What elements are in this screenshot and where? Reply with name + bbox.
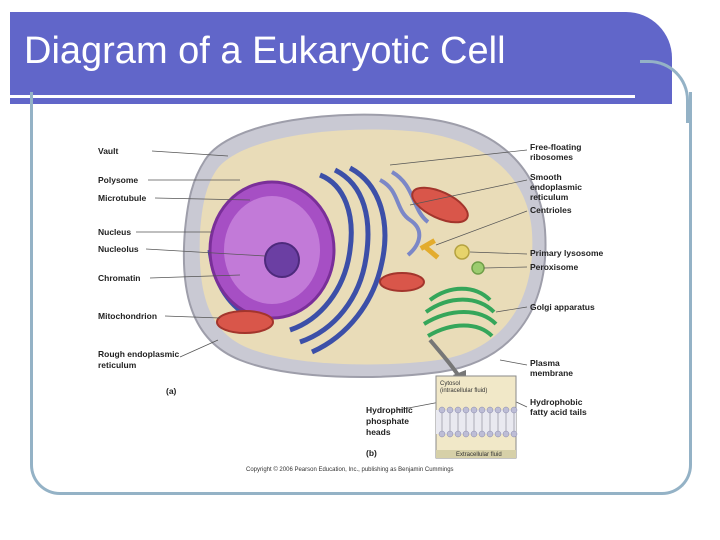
membrane-inset	[435, 375, 518, 459]
label-ribosomes-line2: ribosomes	[530, 152, 573, 162]
label-ribosomes-line1: Free-floating	[530, 142, 581, 152]
phosphate-heads	[438, 406, 518, 438]
label-smooth-er-line1: Smooth	[530, 172, 562, 182]
label-mitochondrion: Mitochondrion	[98, 311, 157, 321]
mitochondrion-3	[216, 310, 274, 334]
label-hydrophilic-line1: Hydrophilic	[366, 405, 413, 415]
golgi-apparatus	[422, 286, 498, 338]
content-frame	[30, 92, 692, 495]
label-nucleus: Nucleus	[98, 227, 131, 237]
label-peroxisome: Peroxisome	[530, 262, 578, 272]
copyright-text: Copyright © 2006 Pearson Education, Inc.…	[246, 466, 454, 473]
label-lysosome: Primary lysosome	[530, 248, 604, 258]
primary-lysosome	[454, 244, 470, 260]
label-plasma-line2: membrane	[530, 368, 573, 378]
label-smooth-er-line2: endoplasmic	[530, 182, 582, 192]
label-hydrophilic-line2: phosphate	[366, 416, 409, 426]
leader-lines	[136, 149, 528, 411]
mitochondrion-1	[411, 186, 469, 224]
slide-title: Diagram of a Eukaryotic Cell	[24, 30, 506, 72]
label-cytosol-line2: (intracellular fluid)	[440, 388, 487, 394]
lipid-bilayer	[436, 410, 516, 434]
label-chromatin: Chromatin	[98, 273, 141, 283]
fatty-acid-tails	[441, 413, 515, 431]
title-bar	[10, 12, 672, 104]
label-golgi: Golgi apparatus	[530, 302, 595, 312]
title-underline	[10, 95, 635, 98]
label-cytosol-line1: Cytosol	[440, 381, 460, 387]
mitochondrion-2	[379, 272, 425, 292]
extracellular-band	[436, 450, 516, 458]
label-polysome: Polysome	[98, 175, 138, 185]
label-smooth-er-line3: reticulum	[530, 192, 569, 202]
panel-a-tag: (a)	[166, 386, 177, 396]
centriole-2	[423, 245, 440, 260]
label-hydrophobic-line2: fatty acid tails	[530, 407, 587, 417]
label-rough-er-line2: reticulum	[98, 360, 137, 370]
peroxisome	[471, 261, 485, 275]
label-microtubule: Microtubule	[98, 193, 146, 203]
panel-b-tag: (b)	[366, 448, 377, 458]
label-extracellular: Extracellular fluid	[456, 452, 502, 458]
label-centrioles: Centrioles	[530, 205, 572, 215]
label-vault: Vault	[98, 146, 118, 156]
label-hydrophilic-line3: heads	[366, 427, 391, 437]
centriole-1	[419, 238, 436, 251]
cell-illustration	[182, 113, 547, 378]
label-hydrophobic-line1: Hydrophobic	[530, 397, 583, 407]
nucleolus	[264, 242, 300, 278]
label-plasma-line1: Plasma	[530, 358, 560, 368]
label-rough-er-line1: Rough endoplasmic	[98, 349, 180, 359]
label-nucleolus: Nucleolus	[98, 244, 139, 254]
